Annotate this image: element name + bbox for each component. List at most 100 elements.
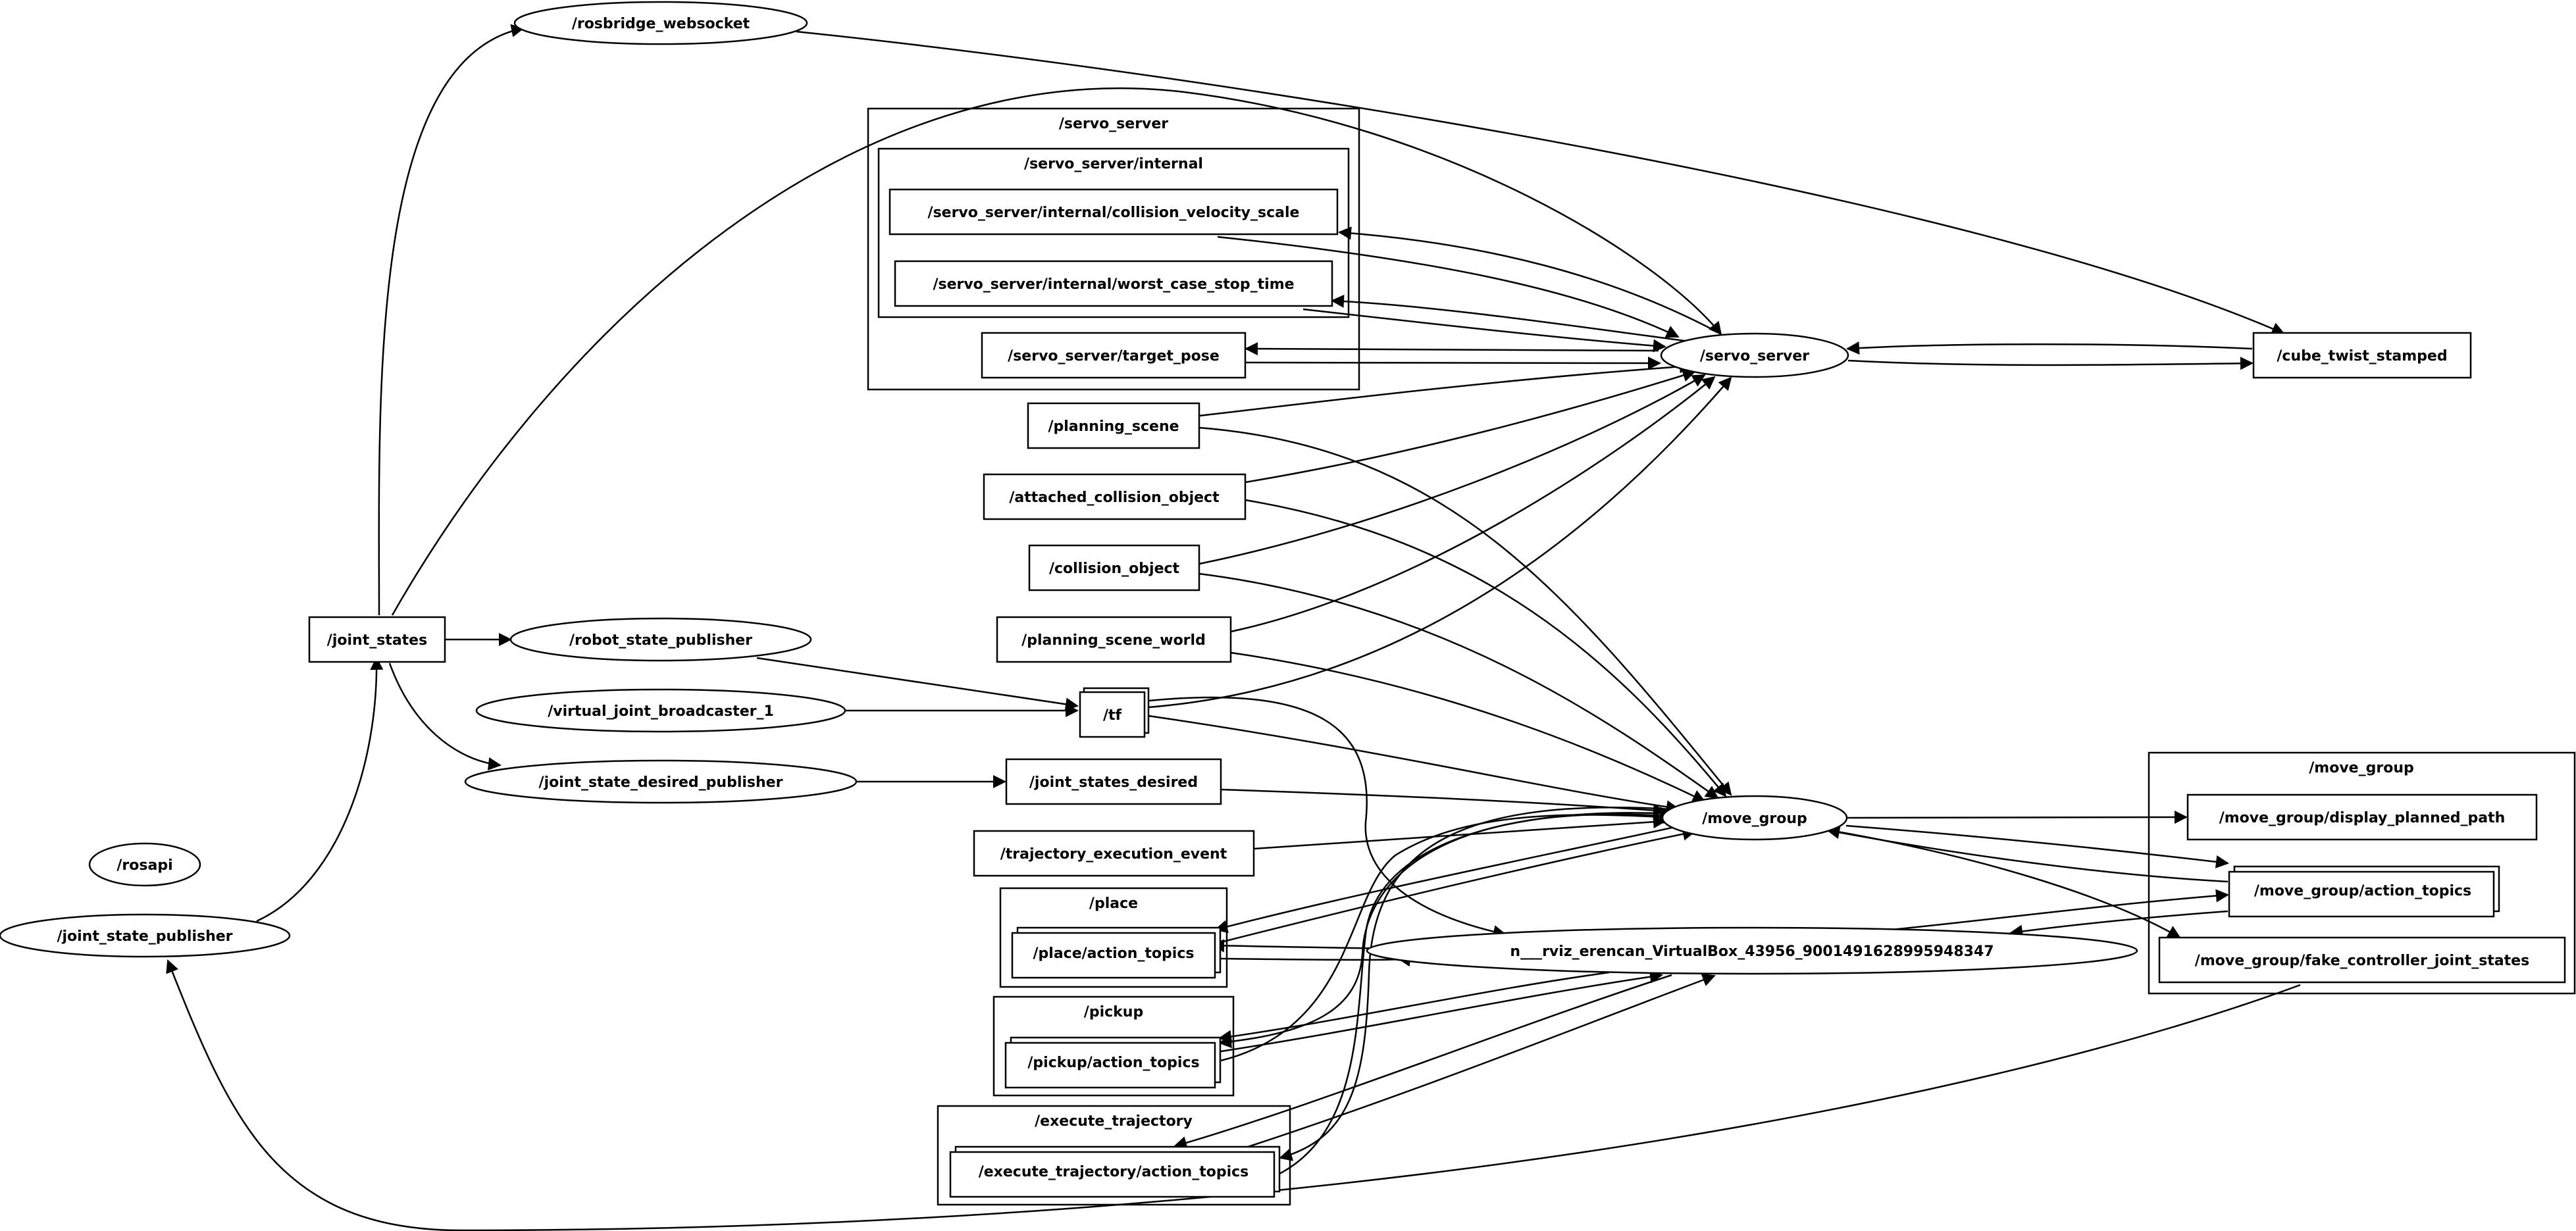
edge-move-group-to-action-topics xyxy=(1845,824,2229,868)
edge-cube-twist-to-servo xyxy=(1846,341,2253,355)
cluster-label-place: /place xyxy=(1089,895,1138,912)
svg-text:/servo_server/internal/collisi: /servo_server/internal/collision_velocit… xyxy=(928,205,1300,221)
svg-text:/move_group/action_topics: /move_group/action_topics xyxy=(2254,883,2471,899)
topic-move-group-display-planned-path[interactable]: /move_group/display_planned_path xyxy=(2186,793,2538,841)
edge-move-group-to-place-action-topics xyxy=(1214,826,1676,934)
svg-text:/attached_collision_object: /attached_collision_object xyxy=(1009,490,1220,506)
svg-text:/rosbridge_websocket: /rosbridge_websocket xyxy=(572,16,750,32)
edge-move-group-to-fake-controller-joint-states xyxy=(1829,829,2181,939)
edge-fake-controller-joint-states-to-joint-state-publisher xyxy=(166,959,2301,1231)
topic-place-action-topics[interactable]: /place/action_topics xyxy=(1011,926,1222,979)
topic-planning-scene[interactable]: /planning_scene xyxy=(1027,402,1200,449)
edge-servo-to-worst-case-stop-time xyxy=(1331,294,1686,342)
edge-tf-to-servo xyxy=(1148,376,1732,709)
cluster-label-move-group: /move_group xyxy=(2309,760,2413,776)
cluster-execute-trajectory: /execute_trajectory xyxy=(937,1105,1291,1206)
edge-move-group-to-display-planned-path xyxy=(1845,811,2188,824)
cluster-servo-server-internal: /servo_server/internal xyxy=(877,147,1350,318)
topic-move-group-action-topics[interactable]: /move_group/action_topics xyxy=(2228,865,2500,918)
svg-text:/servo_server: /servo_server xyxy=(1700,348,1809,364)
svg-text:/execute_trajectory/action_top: /execute_trajectory/action_topics xyxy=(979,1164,1249,1180)
edge-collision-velocity-scale-to-servo xyxy=(1217,236,1680,338)
topic-trajectory-execution-event[interactable]: /trajectory_execution_event xyxy=(973,830,1255,877)
topic-pickup-action-topics[interactable]: /pickup/action_topics xyxy=(1004,1036,1222,1089)
cluster-label-execute-trajectory: /execute_trajectory xyxy=(1035,1113,1193,1130)
edge-servo-to-collision-velocity-scale xyxy=(1338,226,1718,334)
topic-collision-object[interactable]: /collision_object xyxy=(1028,544,1200,591)
svg-text:/rosapi: /rosapi xyxy=(116,857,172,874)
edge-place-action-topics-to-move-group xyxy=(1220,827,1696,943)
cluster-label-servo-server: /servo_server xyxy=(1059,116,1168,132)
edge-joint-states-to-rosbridge xyxy=(378,24,525,616)
edge-attached-collision-object-to-move-group xyxy=(1245,499,1727,797)
svg-text:/joint_states_desired: /joint_states_desired xyxy=(1029,774,1198,791)
svg-text:/joint_state_desired_publisher: /joint_state_desired_publisher xyxy=(539,774,783,791)
edge-tf-to-move-group xyxy=(1148,715,1680,814)
node-rviz[interactable]: n___rviz_erencan_VirtualBox_43956_900149… xyxy=(1366,926,2138,975)
edge-joint-state-publisher-to-joint-states xyxy=(256,657,384,922)
cluster-label-pickup: /pickup xyxy=(1084,1004,1143,1020)
edge-planning-scene-world-to-move-group xyxy=(1230,651,1706,803)
edge-rviz-to-pickup-action-topics xyxy=(1218,971,1610,1043)
edge-joint-states-to-servo-server xyxy=(391,87,1722,616)
edge-planning-scene-to-move-group xyxy=(1198,426,1732,796)
node-move-group[interactable]: /move_group xyxy=(1661,795,1848,841)
edge-tf-to-rviz xyxy=(1148,696,1507,938)
topic-planning-scene-world[interactable]: /planning_scene_world xyxy=(996,616,1232,663)
svg-text:/collision_object: /collision_object xyxy=(1049,561,1180,577)
svg-text:/virtual_joint_broadcaster_1: /virtual_joint_broadcaster_1 xyxy=(548,703,774,720)
topic-attached-collision-object[interactable]: /attached_collision_object xyxy=(983,473,1247,520)
nodes: /rosbridge_websocket /robot_state_publis… xyxy=(0,1,2566,1198)
cluster-servo-server: /servo_server xyxy=(867,107,1360,391)
topic-tf[interactable]: /tf xyxy=(1079,687,1150,738)
node-robot-state-publisher[interactable]: /robot_state_publisher xyxy=(509,617,812,662)
cluster-label-servo-server-internal: /servo_server/internal xyxy=(1024,156,1203,172)
edge-planning-scene-to-servo xyxy=(1198,360,1693,417)
edges xyxy=(166,24,2301,1231)
node-rosbridge-websocket[interactable]: /rosbridge_websocket xyxy=(513,1,808,45)
edge-planning-scene-world-to-servo xyxy=(1230,376,1716,633)
cluster-pickup: /pickup xyxy=(992,995,1235,1097)
svg-text:/pickup/action_topics: /pickup/action_topics xyxy=(1027,1055,1199,1071)
topic-servo-target-pose[interactable]: /servo_server/target_pose xyxy=(981,332,1247,379)
svg-text:/move_group/fake_controller_jo: /move_group/fake_controller_joint_states xyxy=(2195,953,2529,969)
svg-text:/joint_state_publisher: /joint_state_publisher xyxy=(57,928,232,945)
edge-place-action-topics-to-rviz xyxy=(1220,953,1412,967)
topic-joint-states[interactable]: /joint_states xyxy=(308,616,446,663)
edge-joint-states-to-desired-publisher xyxy=(388,663,502,770)
edge-pickup-action-topics-to-rviz xyxy=(1220,970,1663,1053)
edge-move-group-to-pickup-action-topics xyxy=(1218,813,1666,1049)
svg-text:/servo_server/target_pose: /servo_server/target_pose xyxy=(1008,348,1220,364)
topic-servo-collision-velocity-scale[interactable]: /servo_server/internal/collision_velocit… xyxy=(889,188,1339,236)
svg-text:/planning_scene: /planning_scene xyxy=(1048,418,1179,435)
topic-move-group-fake-controller-joint-states[interactable]: /move_group/fake_controller_joint_states xyxy=(2158,936,2566,984)
svg-text:/move_group: /move_group xyxy=(1702,811,1807,827)
topic-execute-trajectory-action-topics[interactable]: /execute_trajectory/action_topics xyxy=(949,1145,1281,1198)
svg-text:/servo_server/internal/worst_c: /servo_server/internal/worst_case_stop_t… xyxy=(933,276,1294,293)
edge-servo-to-target-pose xyxy=(1245,342,1659,356)
node-virtual-joint-broadcaster[interactable]: /virtual_joint_broadcaster_1 xyxy=(475,688,846,733)
svg-text:/robot_state_publisher: /robot_state_publisher xyxy=(569,632,752,649)
node-joint-state-publisher[interactable]: /joint_state_publisher xyxy=(0,913,291,958)
topic-cube-twist-stamped[interactable]: /cube_twist_stamped xyxy=(2252,332,2472,379)
cluster-place: /place xyxy=(999,887,1228,988)
svg-text:n___rviz_erencan_VirtualBox_43: n___rviz_erencan_VirtualBox_43956_900149… xyxy=(1510,943,1994,960)
edge-rosbridge-to-cube-twist xyxy=(796,30,2285,335)
edge-attached-collision-object-to-servo xyxy=(1245,368,1696,484)
topic-servo-worst-case-stop-time[interactable]: /servo_server/internal/worst_case_stop_t… xyxy=(894,260,1333,307)
edge-rviz-to-execute-trajectory-action-topics xyxy=(1173,974,1672,1149)
svg-text:/cube_twist_stamped: /cube_twist_stamped xyxy=(2277,348,2447,364)
topic-joint-states-desired[interactable]: /joint_states_desired xyxy=(1005,758,1222,805)
edge-servo-to-cube-twist xyxy=(1847,357,2254,370)
svg-text:/tf: /tf xyxy=(1103,707,1122,724)
svg-text:/move_group/display_planned_pa: /move_group/display_planned_path xyxy=(2219,810,2506,826)
edge-rviz-to-move-group-action-topics xyxy=(1892,889,2229,931)
svg-text:/joint_states: /joint_states xyxy=(327,632,427,649)
edge-execute-trajectory-action-topics-to-rviz xyxy=(1243,973,1716,1149)
node-servo-server[interactable]: /servo_server xyxy=(1660,332,1849,378)
edge-trajectory-execution-event-to-move-group xyxy=(1253,815,1666,850)
svg-text:/trajectory_execution_event: /trajectory_execution_event xyxy=(1000,846,1227,863)
node-joint-state-desired-publisher[interactable]: /joint_state_desired_publisher xyxy=(464,759,858,804)
node-rosapi[interactable]: /rosapi xyxy=(88,842,201,887)
